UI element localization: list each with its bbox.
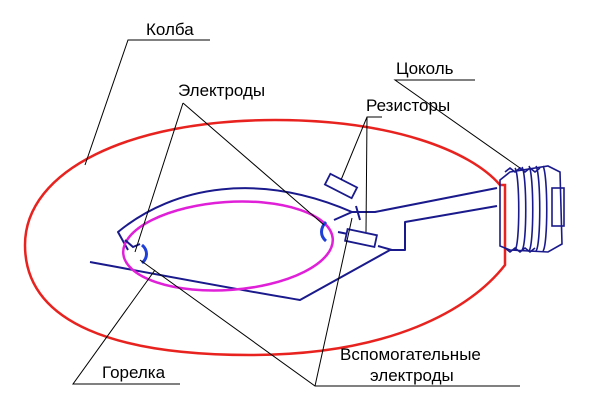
leader-resistor-lower [365,116,368,233]
resistor-lower [344,227,378,249]
leader-bulb [84,39,210,166]
frame-wires [89,187,498,301]
bulb-outline [23,118,507,357]
leader-base [393,79,521,169]
resistors [323,172,378,249]
label-aux-electrodes-line2: электроды [370,366,454,385]
label-resistors: Резисторы [366,96,450,115]
label-burner: Горелка [102,363,166,382]
electrode-right [320,220,328,243]
leader-burner [72,269,180,385]
label-bulb: Колба [146,20,194,39]
resistor-upper [323,172,359,200]
label-electrodes: Электроды [178,81,265,100]
burner-tube [121,200,335,292]
label-aux-electrodes-line1: Вспомогательные [340,345,481,364]
label-base: Цоколь [396,59,454,78]
leader-lines [72,39,521,387]
leader-electrode-left [134,102,184,253]
electrode-left [140,243,148,265]
leader-aux-2 [314,217,353,387]
lamp-base [499,165,565,254]
leader-aux-1 [139,259,520,387]
leader-electrode-right [182,102,325,226]
